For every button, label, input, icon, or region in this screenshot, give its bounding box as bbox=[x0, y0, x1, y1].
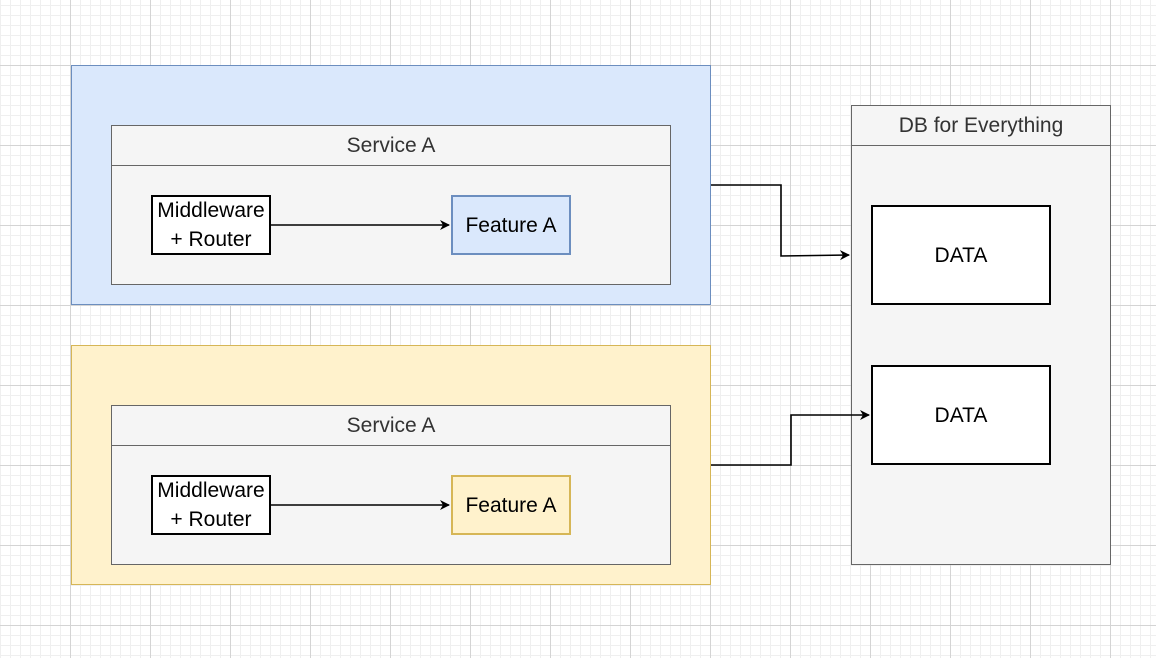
edge-group-to-database[interactable] bbox=[711, 184, 850, 261]
middleware-router-label: Middleware + Router bbox=[157, 199, 265, 251]
middleware-router-node[interactable]: Middleware + Router bbox=[151, 195, 271, 255]
data-node[interactable]: DATA bbox=[871, 205, 1051, 305]
service-title: Service A bbox=[112, 126, 670, 166]
database-title: DB for Everything bbox=[852, 106, 1110, 146]
feature-node[interactable]: Feature A bbox=[451, 195, 571, 255]
database-container[interactable]: DB for Everything bbox=[851, 105, 1111, 565]
middleware-router-node[interactable]: Middleware + Router bbox=[151, 475, 271, 535]
middleware-router-label: Middleware + Router bbox=[157, 479, 265, 531]
data-label: DATA bbox=[934, 403, 988, 427]
data-label: DATA bbox=[934, 243, 988, 267]
service-title: Service A bbox=[112, 406, 670, 446]
edge-group-to-data[interactable] bbox=[711, 410, 870, 466]
feature-label: Feature A bbox=[465, 213, 557, 237]
feature-node[interactable]: Feature A bbox=[451, 475, 571, 535]
data-node[interactable]: DATA bbox=[871, 365, 1051, 465]
feature-label: Feature A bbox=[465, 493, 557, 517]
